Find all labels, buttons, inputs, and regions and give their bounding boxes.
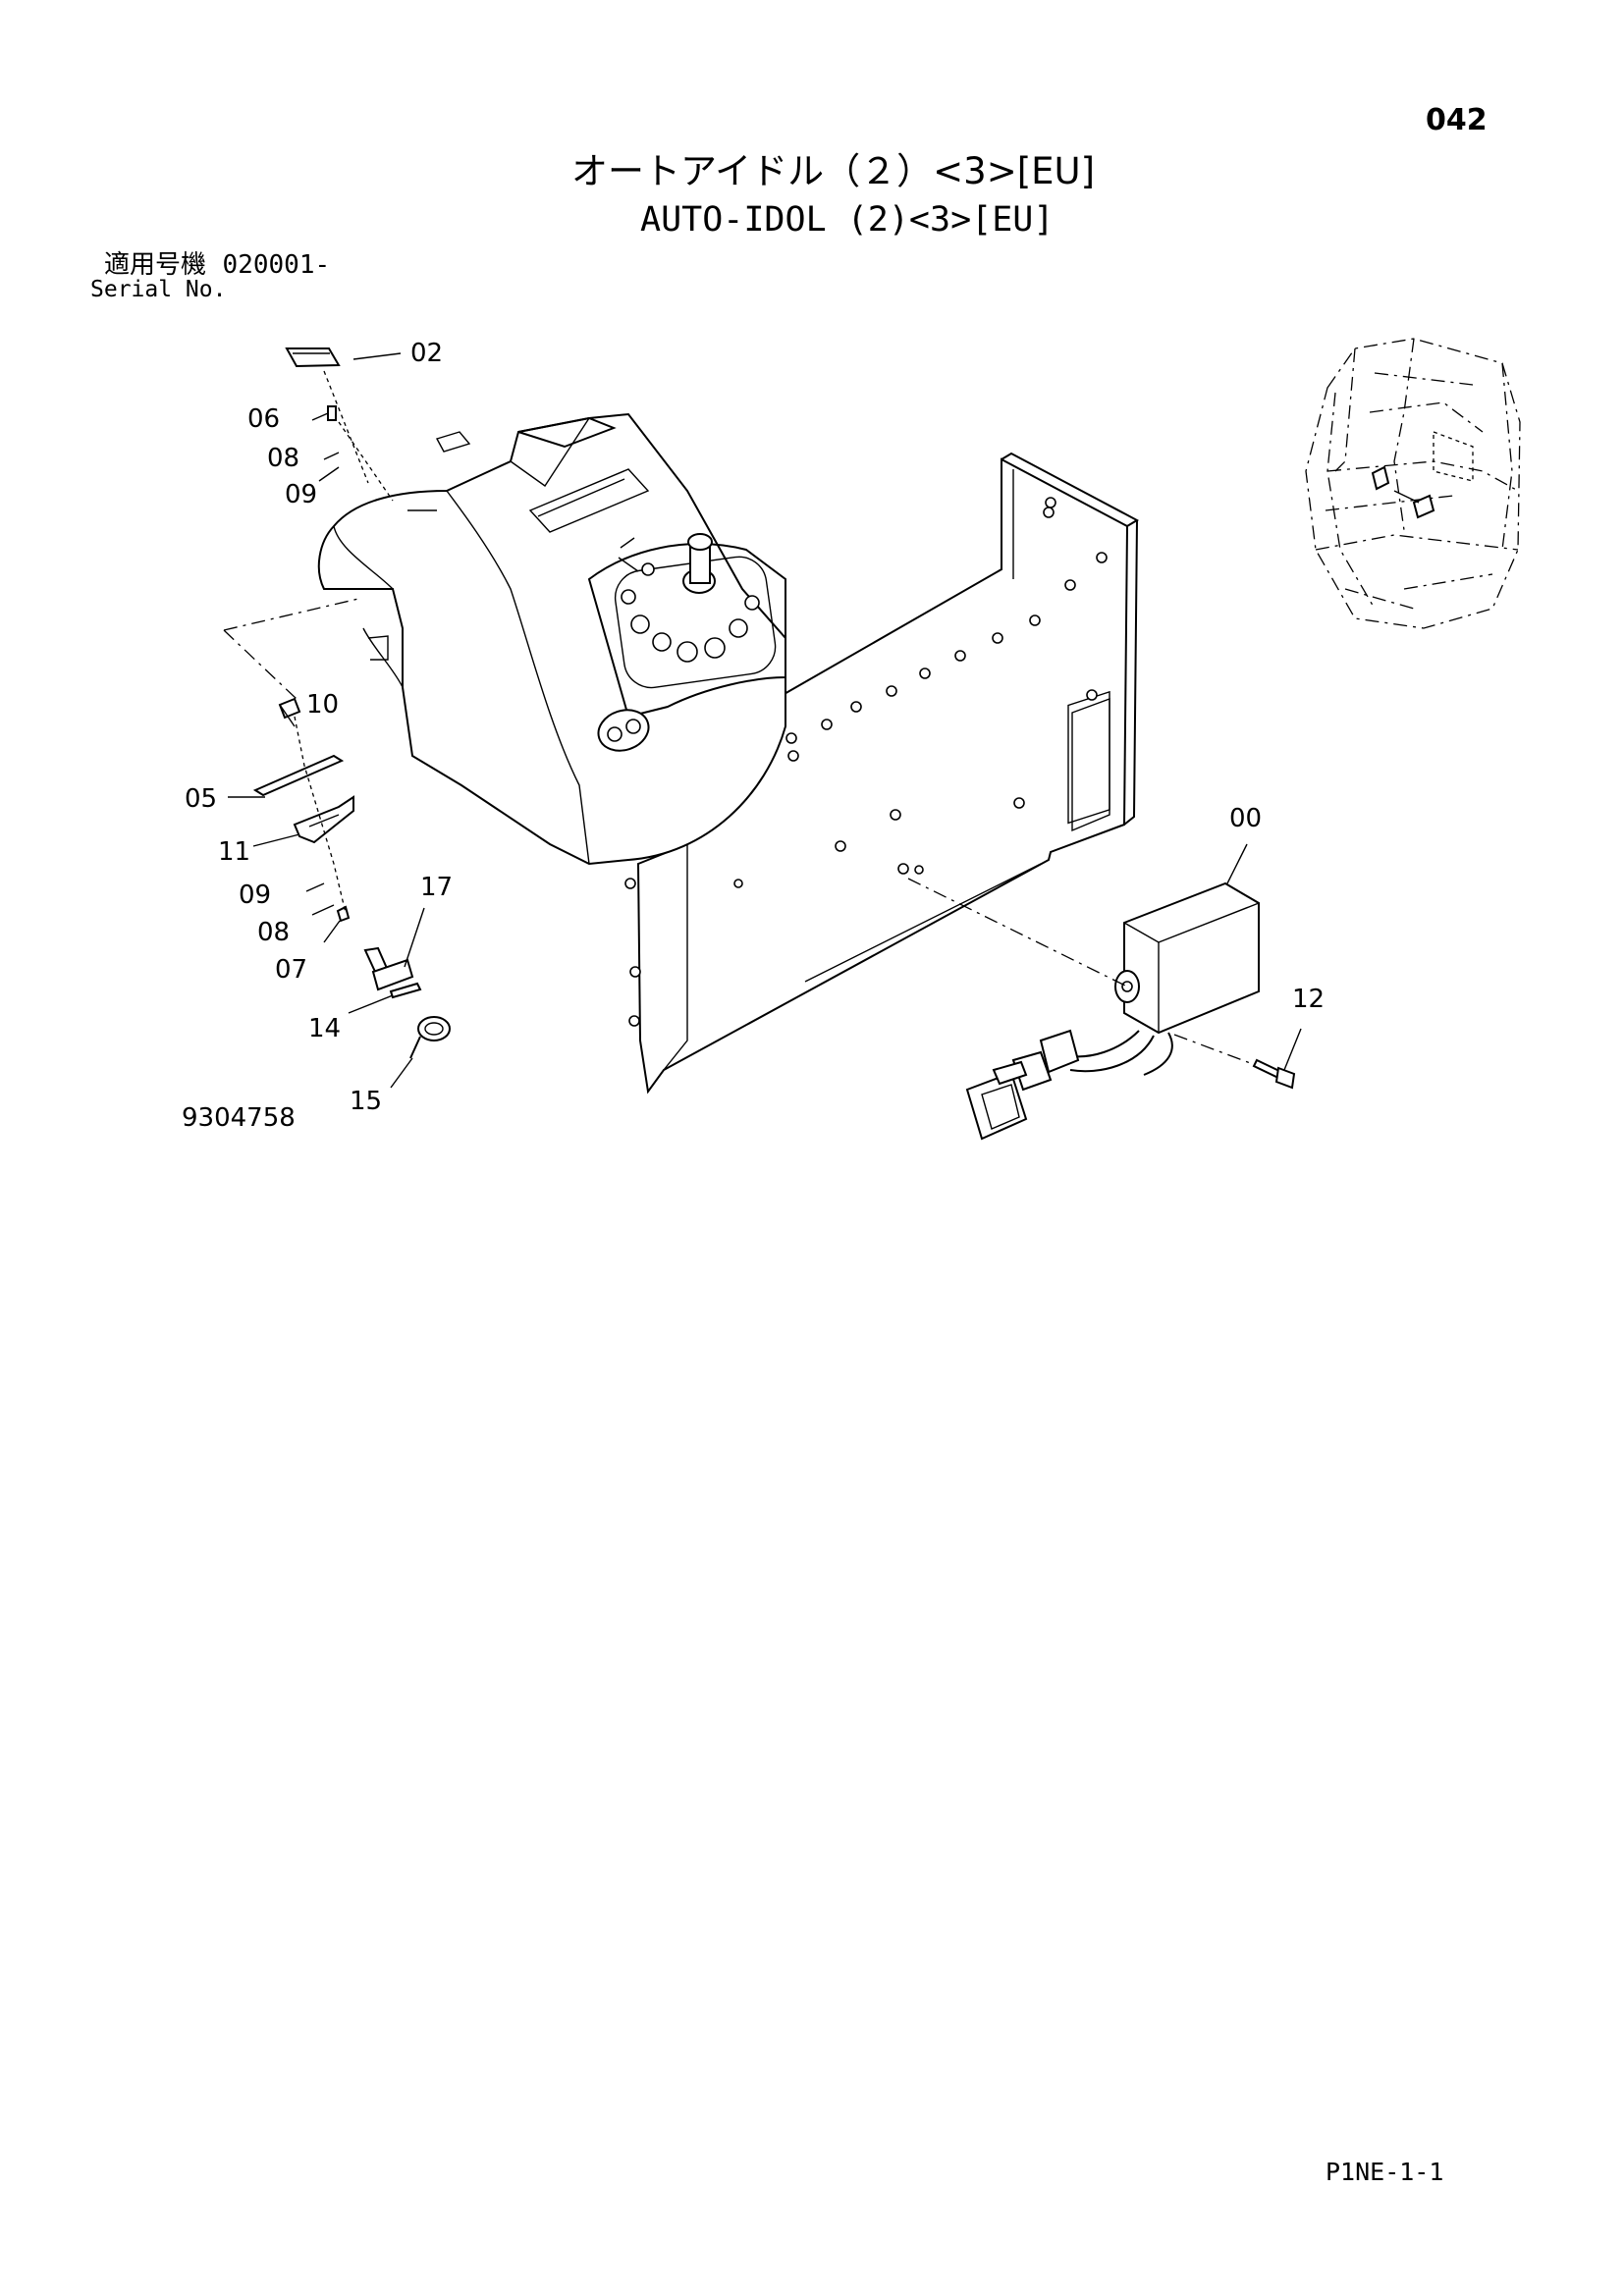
bolt-12 xyxy=(1252,1058,1296,1090)
callout-09: 09 xyxy=(285,480,317,509)
callout-09: 09 xyxy=(239,881,271,910)
callout-14: 14 xyxy=(308,1014,341,1043)
serial-value: 020001- xyxy=(222,250,331,280)
serial-label-english: Serial No. xyxy=(90,277,227,302)
page-number: 042 xyxy=(1426,103,1488,137)
callout-05: 05 xyxy=(185,784,217,814)
callout-15: 15 xyxy=(350,1087,382,1116)
callout-08: 08 xyxy=(257,918,290,947)
small-parts xyxy=(252,347,451,1059)
callout-10: 10 xyxy=(306,690,339,720)
console-housing xyxy=(317,412,786,866)
callout-labels: 02 06 08 09 10 05 11 09 08 07 17 14 15 0… xyxy=(185,339,1325,1116)
callout-06: 06 xyxy=(247,404,280,434)
serial-label-japanese: 適用号機 020001- xyxy=(104,252,330,278)
callout-07: 07 xyxy=(275,955,307,985)
callout-11: 11 xyxy=(218,837,250,867)
callout-02: 02 xyxy=(410,339,443,368)
callout-08: 08 xyxy=(267,444,299,473)
page-title-english: AUTO-IDOL (2)<3>[EU] xyxy=(640,200,1055,240)
callout-00: 00 xyxy=(1229,804,1262,833)
serial-label-jp-text: 適用号機 xyxy=(104,250,207,280)
machine-inset xyxy=(1305,338,1521,629)
mounting-bracket xyxy=(624,452,1140,1095)
footer-code: P1NE-1-1 xyxy=(1326,2158,1444,2186)
callout-17: 17 xyxy=(420,873,453,902)
controller-unit xyxy=(965,881,1260,1141)
assembly-lines xyxy=(223,352,1302,1089)
page-title-japanese: オートアイドル（２）<3>[EU] xyxy=(571,150,1096,192)
drawing-number: 9304758 xyxy=(182,1103,296,1133)
callout-12: 12 xyxy=(1292,985,1325,1014)
